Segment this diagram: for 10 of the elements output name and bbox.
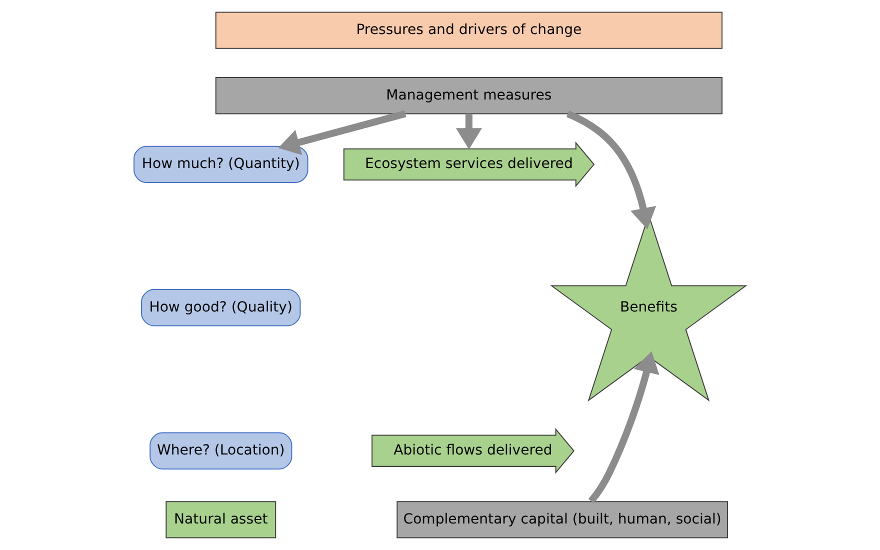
node-box: How good? (Quality) [141, 289, 301, 326]
node-box: Natural asset [166, 501, 276, 538]
node-box: Where? (Location) [150, 432, 292, 470]
arrow [588, 351, 660, 504]
arrow [566, 110, 656, 230]
node-box: Management measures [215, 77, 723, 114]
node-box: Complementary capital (built, human, social) [396, 501, 728, 538]
arrow [456, 114, 482, 150]
node-box: How much? (Quantity) [134, 146, 308, 183]
node-box: Pressures and drivers of change [215, 12, 723, 49]
